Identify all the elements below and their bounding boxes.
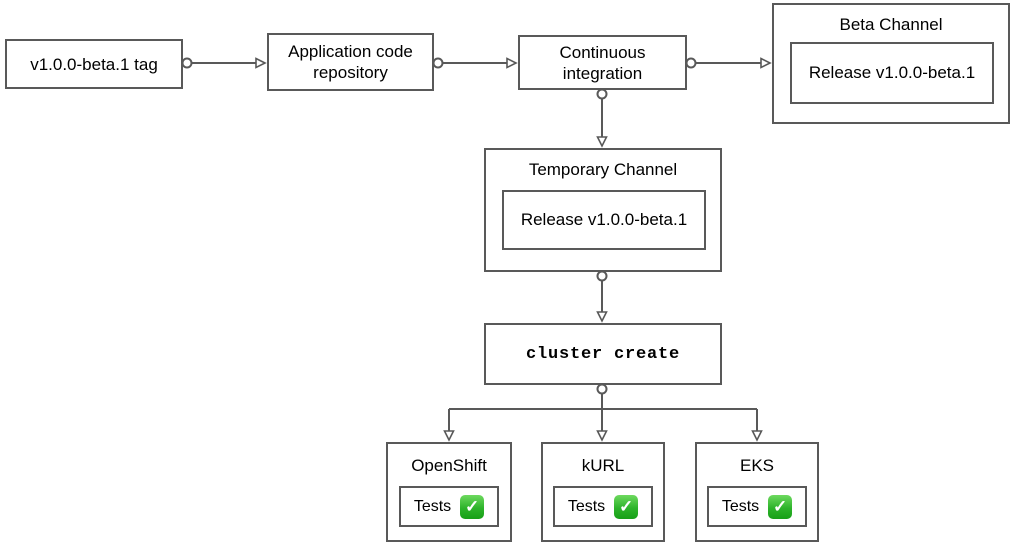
eks-tests-box: Tests bbox=[707, 486, 807, 527]
node-version-tag: v1.0.0-beta.1 tag bbox=[5, 39, 183, 89]
openshift-title: OpenShift bbox=[411, 456, 487, 475]
check-mark-button-icon bbox=[460, 494, 485, 519]
application-code-repository-label: Application code repository bbox=[288, 42, 413, 82]
node-kurl: kURL Tests bbox=[541, 442, 665, 542]
beta-channel-title: Beta Channel bbox=[839, 15, 943, 34]
temporary-channel-title: Temporary Channel bbox=[528, 160, 678, 179]
kurl-title: kURL bbox=[581, 456, 625, 475]
node-cluster-create: cluster create bbox=[484, 323, 722, 385]
cluster-create-label: cluster create bbox=[525, 344, 681, 364]
openshift-tests-box: Tests bbox=[399, 486, 499, 527]
check-mark-button-icon bbox=[768, 494, 793, 519]
temporary-channel-release-label: Release v1.0.0-beta.1 bbox=[520, 210, 688, 229]
version-tag-label: v1.0.0-beta.1 tag bbox=[30, 54, 158, 74]
node-application-code-repository: Application code repository bbox=[267, 33, 434, 91]
node-openshift: OpenShift Tests bbox=[386, 442, 512, 542]
check-mark-button-icon bbox=[614, 494, 639, 519]
openshift-tests-label: Tests bbox=[413, 497, 452, 515]
node-beta-channel: Beta Channel Release v1.0.0-beta.1 bbox=[772, 3, 1010, 124]
kurl-tests-label: Tests bbox=[567, 497, 606, 515]
beta-channel-release-label: Release v1.0.0-beta.1 bbox=[808, 63, 976, 82]
eks-title: EKS bbox=[739, 456, 775, 475]
eks-tests-label: Tests bbox=[721, 497, 760, 515]
node-continuous-integration: Continuous integration bbox=[518, 35, 687, 90]
kurl-tests-box: Tests bbox=[553, 486, 653, 527]
temporary-channel-release-box: Release v1.0.0-beta.1 bbox=[502, 190, 706, 250]
continuous-integration-label: Continuous integration bbox=[559, 42, 646, 83]
node-temporary-channel: Temporary Channel Release v1.0.0-beta.1 bbox=[484, 148, 722, 272]
node-eks: EKS Tests bbox=[695, 442, 819, 542]
beta-channel-release-box: Release v1.0.0-beta.1 bbox=[790, 42, 994, 104]
